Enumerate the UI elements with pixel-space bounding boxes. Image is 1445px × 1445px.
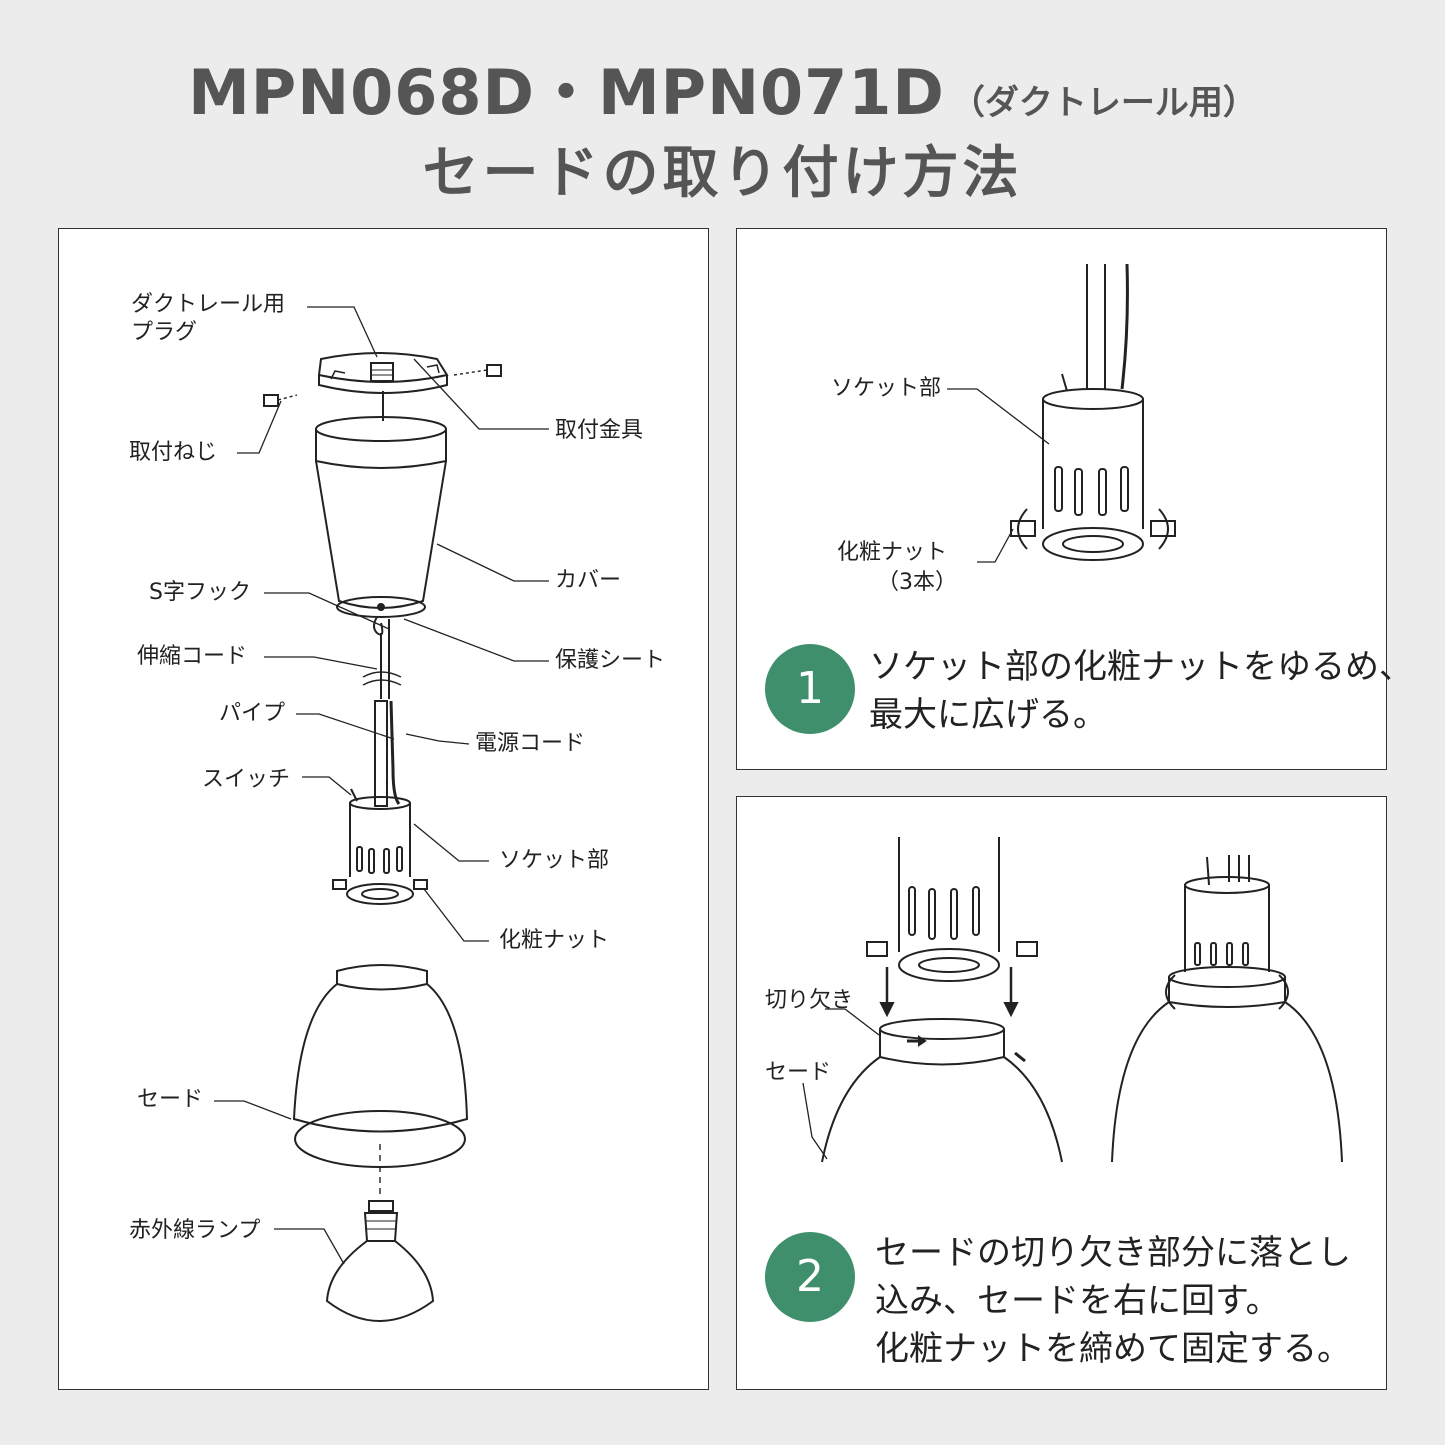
label-shade: セード bbox=[137, 1087, 204, 1112]
step1-panel: ソケット部 化粧ナット （3本） 1 ソケット部の化粧ナットをゆるめ、最大に広げ… bbox=[736, 228, 1413, 770]
label-lamp: 赤外線ランプ bbox=[129, 1218, 261, 1243]
label-socket: ソケット部 bbox=[499, 848, 610, 873]
page-title: MPN068D・MPN071D（ダクトレール用） bbox=[0, 42, 1445, 132]
model-note: （ダクトレール用） bbox=[950, 83, 1257, 123]
label-cord: 伸縮コード bbox=[137, 644, 248, 669]
step2-instructions: セードの切り欠き部分に落とし込み、セードを右に回す。化粧ナットを締めて固定する。 bbox=[875, 1233, 1351, 1369]
label-s-hook: S字フック bbox=[149, 580, 251, 605]
label-protect-sheet: 保護シート bbox=[555, 648, 666, 673]
step2-number-badge: 2 bbox=[765, 1232, 855, 1322]
parts-diagram bbox=[214, 306, 549, 1322]
step1-illustration bbox=[947, 263, 1176, 563]
step2-shade-label: セード bbox=[765, 1060, 832, 1085]
label-pipe: パイプ bbox=[219, 701, 286, 726]
model-number: MPN068D・MPN071D bbox=[188, 56, 945, 129]
parts-diagram-panel: ダクトレール用プラグ 取付ねじ 取付金具 カバー S字フック 保護シート 伸縮コ… bbox=[58, 228, 709, 1390]
step1-number-badge: 1 bbox=[765, 644, 855, 734]
step1-nut-count: （3本） bbox=[877, 570, 957, 595]
label-cover: カバー bbox=[555, 568, 622, 593]
step1-socket-label: ソケット部 bbox=[831, 376, 942, 401]
step2-panel: 切り欠き セード 2 セードの切り欠き部分に落とし込み、セードを右に回す。化粧ナ… bbox=[736, 796, 1387, 1390]
label-switch: スイッチ bbox=[202, 767, 291, 792]
step2-notch-label: 切り欠き bbox=[765, 988, 854, 1013]
label-plug: ダクトレール用プラグ bbox=[131, 292, 286, 345]
page-subtitle: セードの取り付け方法 bbox=[422, 141, 1023, 206]
step1-instructions: ソケット部の化粧ナットをゆるめ、最大に広げる。 bbox=[869, 647, 1413, 735]
label-screw: 取付ねじ bbox=[129, 440, 218, 465]
step1-nut-label: 化粧ナット bbox=[837, 540, 948, 565]
step2-illustration bbox=[802, 837, 1343, 1163]
label-bracket: 取付金具 bbox=[555, 418, 644, 443]
label-nut: 化粧ナット bbox=[499, 928, 610, 953]
label-power-cord: 電源コード bbox=[475, 731, 586, 756]
